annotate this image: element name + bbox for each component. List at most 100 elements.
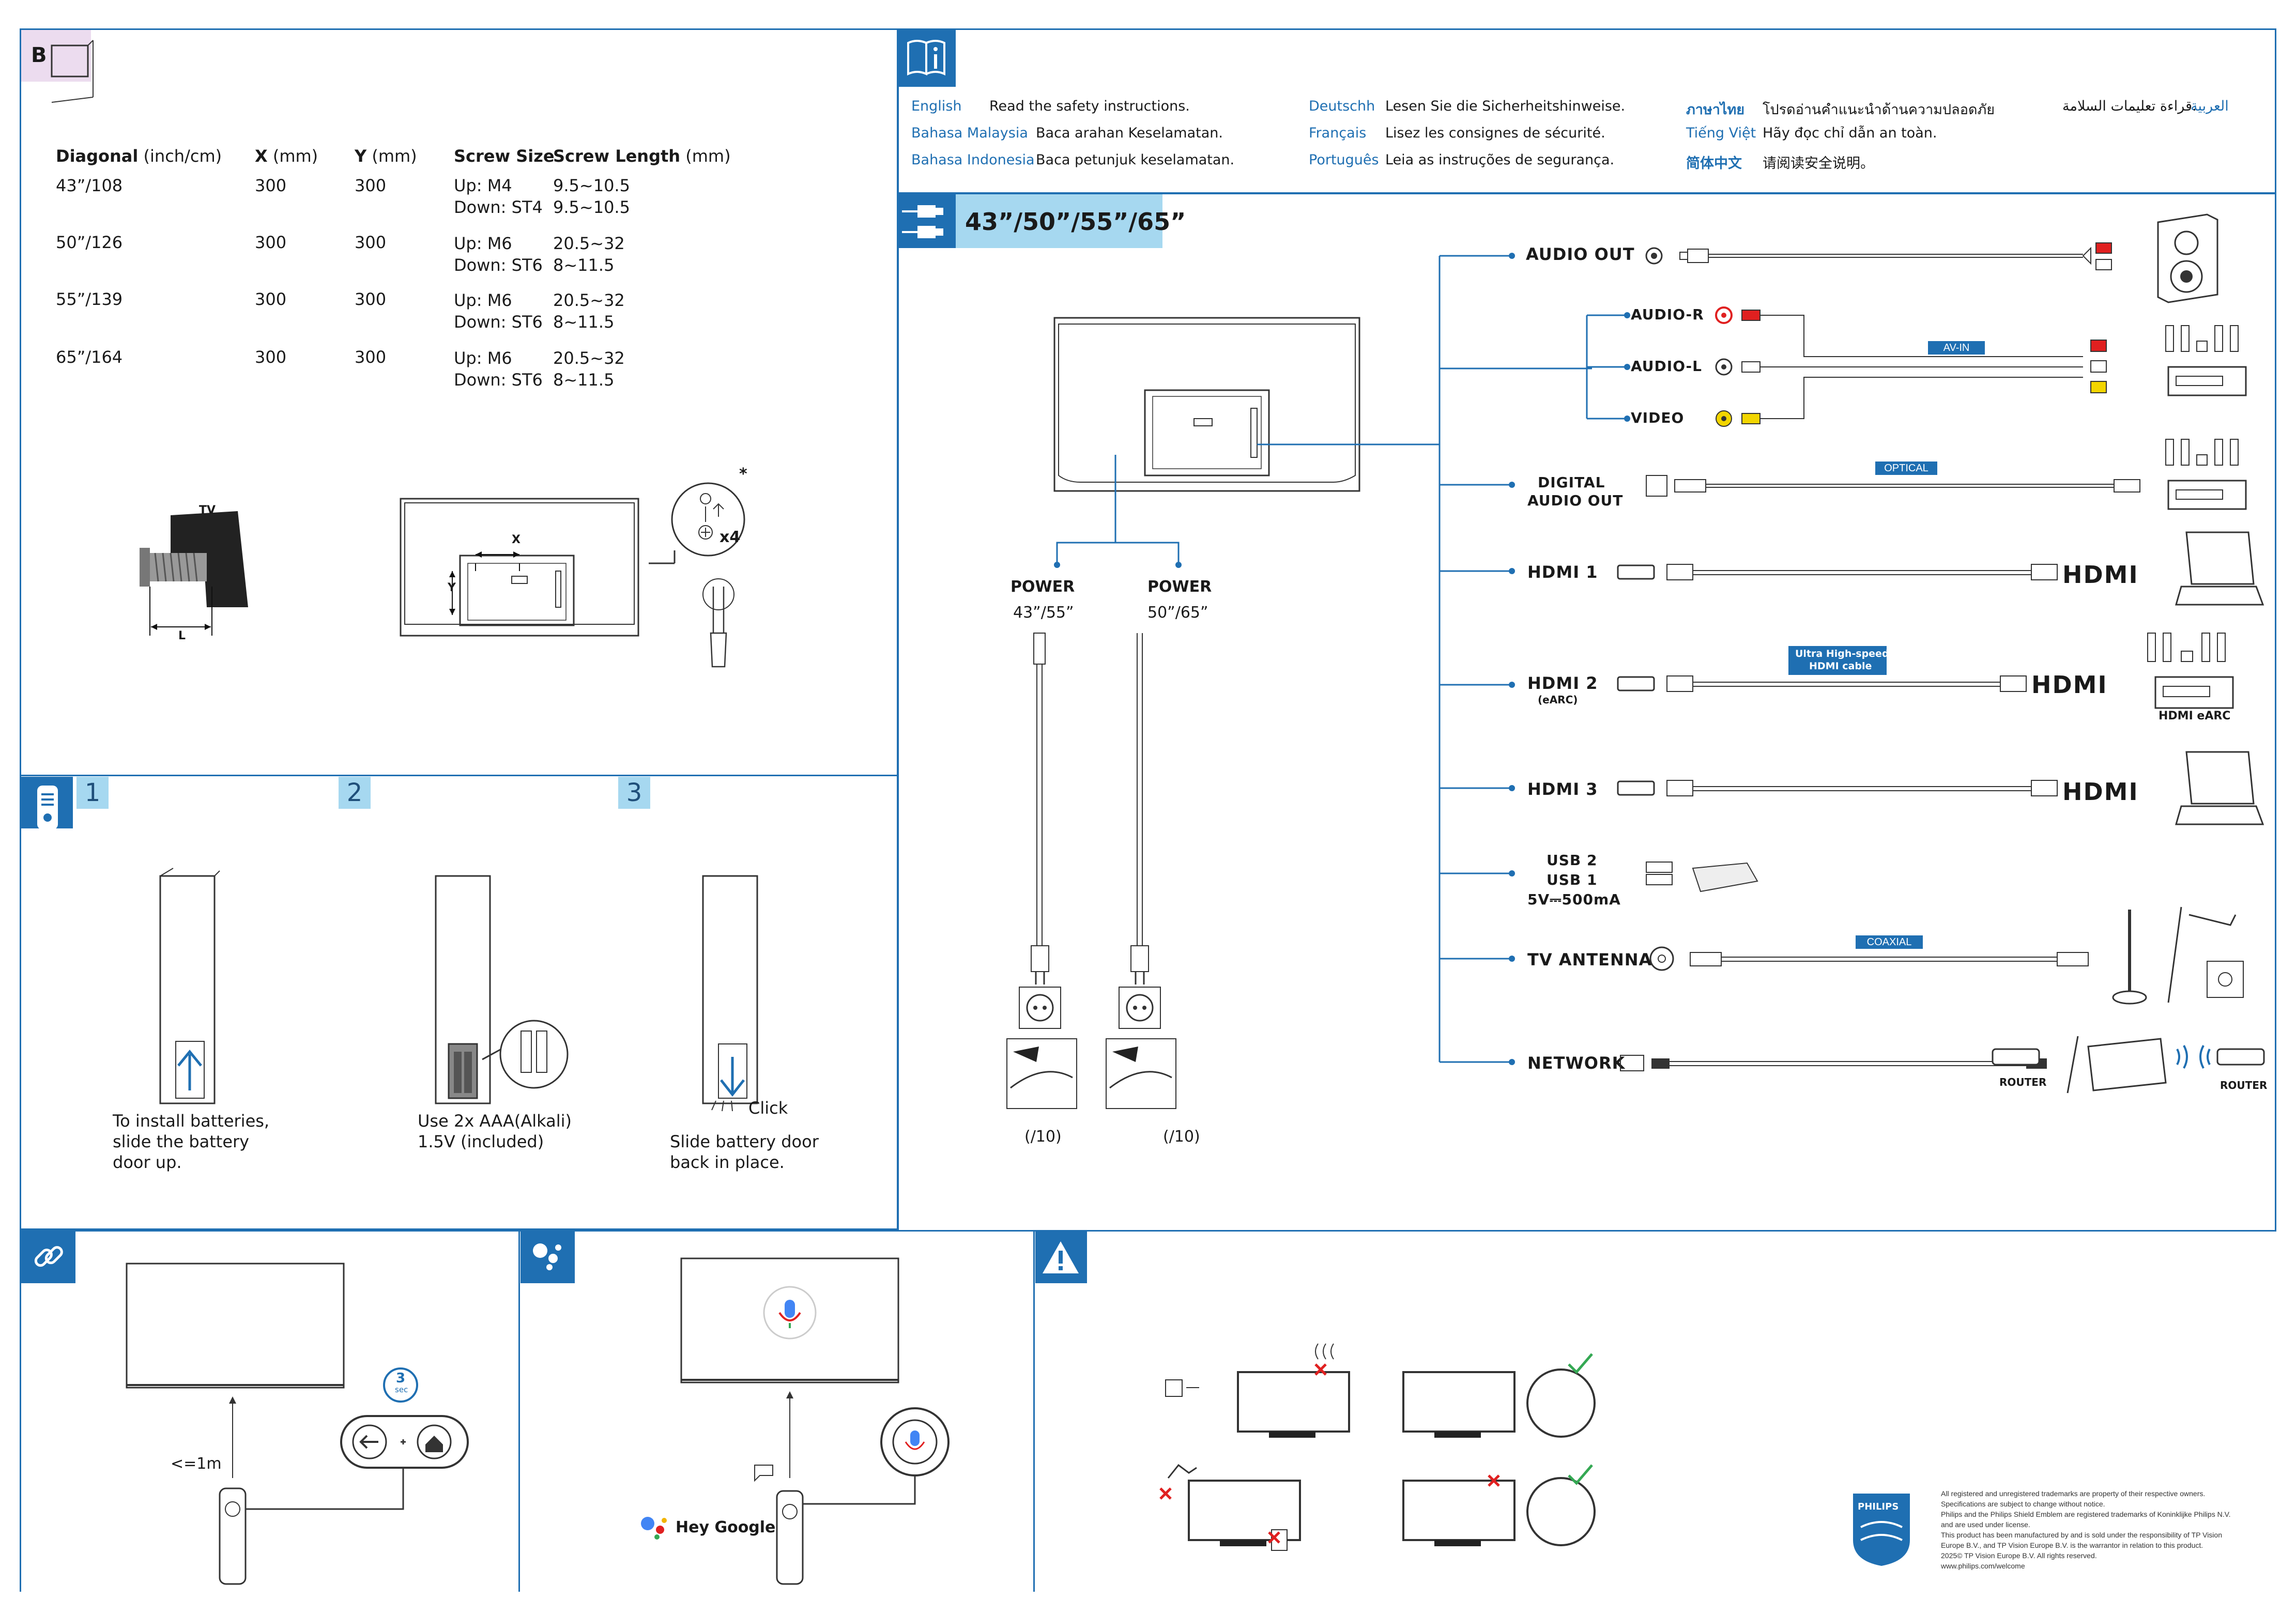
x4-label: x4 [720, 528, 741, 546]
table-cell: 300 [355, 347, 387, 367]
x-label: X [512, 533, 521, 546]
hdmi3-label: HDMI 3 [1527, 779, 1598, 799]
book-info-icon [907, 40, 945, 76]
length-label: L [178, 629, 186, 642]
link-icon [34, 1246, 63, 1267]
hdmi-logo-2: HDMI [2031, 671, 2108, 699]
lang-english: English [911, 98, 962, 114]
av-branch [1586, 312, 1630, 422]
table-cell: 20.5~32 [553, 234, 625, 253]
table-cell: 9.5~10.5 [553, 197, 630, 217]
lang-german-text: Lesen Sie die Sicherheitshinweise. [1385, 98, 1626, 114]
lang-portuguese-text: Leia as instruções de segurança. [1385, 152, 1615, 168]
lang-thai: ภาษาไทย [1686, 102, 1745, 118]
assistant-icon [533, 1243, 561, 1270]
step-2-number: 2 [339, 777, 371, 809]
hey-google-label: Hey Google [676, 1518, 776, 1536]
optical-tag: OPTICAL [1875, 462, 1937, 475]
assistant-panel [519, 1230, 1035, 1592]
digital-label-2: AUDIO OUT [1527, 492, 1624, 509]
lang-indonesian-text: Baca petunjuk keselamatan. [1036, 152, 1235, 168]
pairing-panel [20, 1230, 520, 1592]
pairing-diagram [126, 1263, 469, 1585]
step2-text-2: 1.5V (included) [418, 1132, 544, 1151]
lang-french-text: Lisez les consignes de sécurité. [1385, 125, 1605, 141]
home-theater-icon-3 [2147, 633, 2234, 709]
hdmi1-label: HDMI 1 [1527, 562, 1598, 582]
network-label: NETWORK [1527, 1053, 1626, 1073]
screw-length-diagram [140, 511, 248, 636]
legal-text: All registered and unregistered trademar… [1941, 1489, 2231, 1570]
remote-step3 [702, 875, 758, 1112]
audio-l-label: AUDIO-L [1631, 358, 1702, 375]
section-letter: B [31, 43, 47, 67]
tv-rear-diagram [1053, 317, 1440, 568]
lang-chinese-text: 请阅读安全说明。 [1763, 156, 1874, 172]
table-cell: 65”/164 [56, 347, 123, 367]
wall-mount-panel [20, 28, 898, 776]
brand-name: PHILIPS [1858, 1501, 1899, 1512]
wall-icon [51, 40, 94, 103]
audio-r-label: AUDIO-R [1631, 306, 1704, 323]
step3-text-2: back in place. [670, 1152, 785, 1172]
table-cell: 8~11.5 [553, 255, 615, 275]
connection-icon-badge [899, 194, 956, 248]
distance-label: <=1m [171, 1455, 222, 1473]
lang-german: Deutschh [1309, 98, 1375, 114]
uhs-tag-line2: HDMI cable [1809, 660, 1872, 672]
seconds-label: sec [395, 1385, 408, 1394]
home-theater-icon-2 [2165, 439, 2247, 510]
usb1-label: USB 1 [1547, 871, 1598, 888]
cables [1617, 242, 2140, 1071]
table-cell: 8~11.5 [553, 370, 615, 390]
home-theater-icon-1 [2165, 325, 2247, 396]
table-cell: 8~11.5 [553, 312, 615, 332]
audio-out-label: AUDIO OUT [1526, 244, 1635, 264]
power-cords [1006, 633, 1176, 1109]
digital-label-1: DIGITAL [1538, 474, 1605, 491]
lang-english-text: Read the safety instructions. [989, 98, 1190, 114]
warning-icon [1043, 1241, 1079, 1273]
step3-text-1: Slide battery door [670, 1132, 819, 1151]
lang-malay-text: Baca arahan Keselamatan. [1036, 125, 1223, 141]
lang-indonesian: Bahasa Indonesia [911, 152, 1035, 168]
badge-b [21, 30, 91, 82]
table-cell: Up: M6 [454, 290, 512, 310]
tv-label: TV [199, 504, 216, 517]
power-left-label: POWER [1011, 578, 1075, 596]
remote-step2 [435, 875, 569, 1104]
care-illustrations [1159, 1343, 1596, 1551]
seconds-number: 3 [396, 1371, 406, 1386]
router-icons [1992, 1036, 2265, 1094]
video-label: VIDEO [1631, 409, 1685, 426]
hdmi-earc-label: HDMI eARC [2159, 710, 2231, 722]
lang-french: Français [1309, 125, 1367, 141]
table-cell: 300 [255, 233, 287, 252]
power-left-note: (/10) [1024, 1128, 1062, 1146]
lang-arabic-text: قراءة تعليمات السلامة. [2062, 98, 2197, 114]
table-cell: 300 [355, 233, 387, 252]
lang-vietnamese: Tiếng Việt [1686, 125, 1756, 141]
tv-back-xy-diagram [400, 498, 639, 637]
table-cell: Down: ST6 [454, 312, 543, 332]
hdmi2-sub: (eARC) [1538, 694, 1578, 706]
step-3-number: 3 [618, 777, 650, 809]
philips-shield-logo [1853, 1494, 1910, 1566]
warning-panel [1034, 1230, 2276, 1592]
lang-malay: Bahasa Malaysia [911, 125, 1028, 141]
antenna-icons [2112, 906, 2244, 1005]
coaxial-tag: COAXIAL [1856, 935, 1923, 949]
power-left-size: 43”/55” [1013, 604, 1074, 622]
table-cell: 300 [255, 347, 287, 367]
hdmi-logo-3: HDMI [2062, 778, 2139, 806]
router-label-1: ROUTER [1999, 1076, 2047, 1088]
click-label: Click [748, 1098, 788, 1118]
uhs-tag-line1: Ultra High-speed [1795, 648, 1889, 659]
usb-power-label: 5V⎓500mA [1527, 891, 1621, 908]
table-cell: 20.5~32 [553, 348, 625, 368]
table-cell: 43”/108 [56, 176, 123, 195]
laptop-icon-2 [2175, 751, 2264, 825]
assistant-diagram [680, 1257, 950, 1585]
step1-text-3: door up. [113, 1152, 182, 1172]
table-cell: 20.5~32 [553, 290, 625, 310]
